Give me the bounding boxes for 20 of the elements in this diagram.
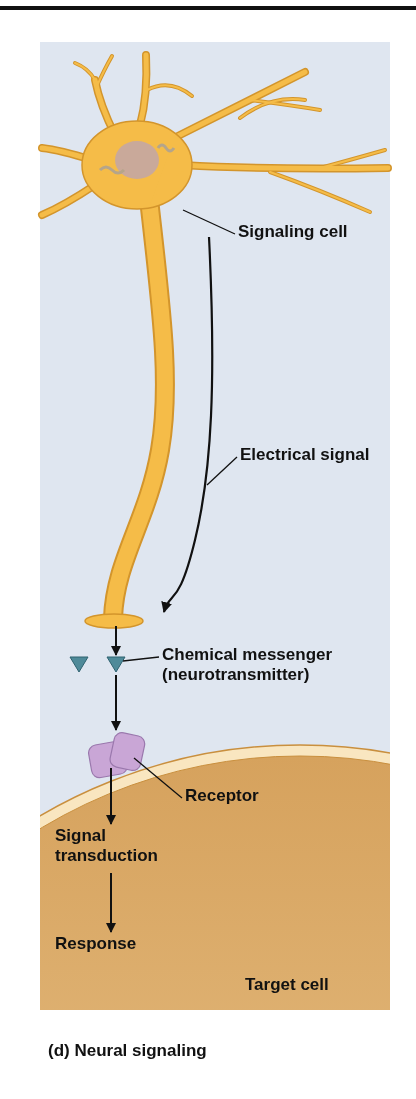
messenger-molecule (106, 656, 126, 673)
receptor-drawing (86, 732, 148, 780)
callout-label: Receptor (185, 786, 295, 806)
caption: (d) Neural signaling (48, 1040, 207, 1062)
cell-label: Target cell (245, 975, 329, 995)
leader-line (206, 456, 238, 486)
callout-label: Signaling cell (238, 222, 368, 242)
leader-line (122, 656, 160, 662)
messenger-molecule (69, 656, 89, 673)
neuron-drawing (38, 51, 392, 629)
callout-label: Electrical signal (240, 445, 370, 465)
arrow (111, 625, 121, 656)
arrow (106, 767, 116, 825)
arrow (111, 674, 121, 731)
arrow (106, 872, 116, 933)
callout-label: Chemical messenger (neurotransmitter) (162, 645, 402, 685)
leader-line (133, 757, 183, 799)
leader-line (182, 209, 236, 235)
callout-label: Signal transduction (55, 826, 185, 866)
callout-label: Response (55, 934, 165, 954)
